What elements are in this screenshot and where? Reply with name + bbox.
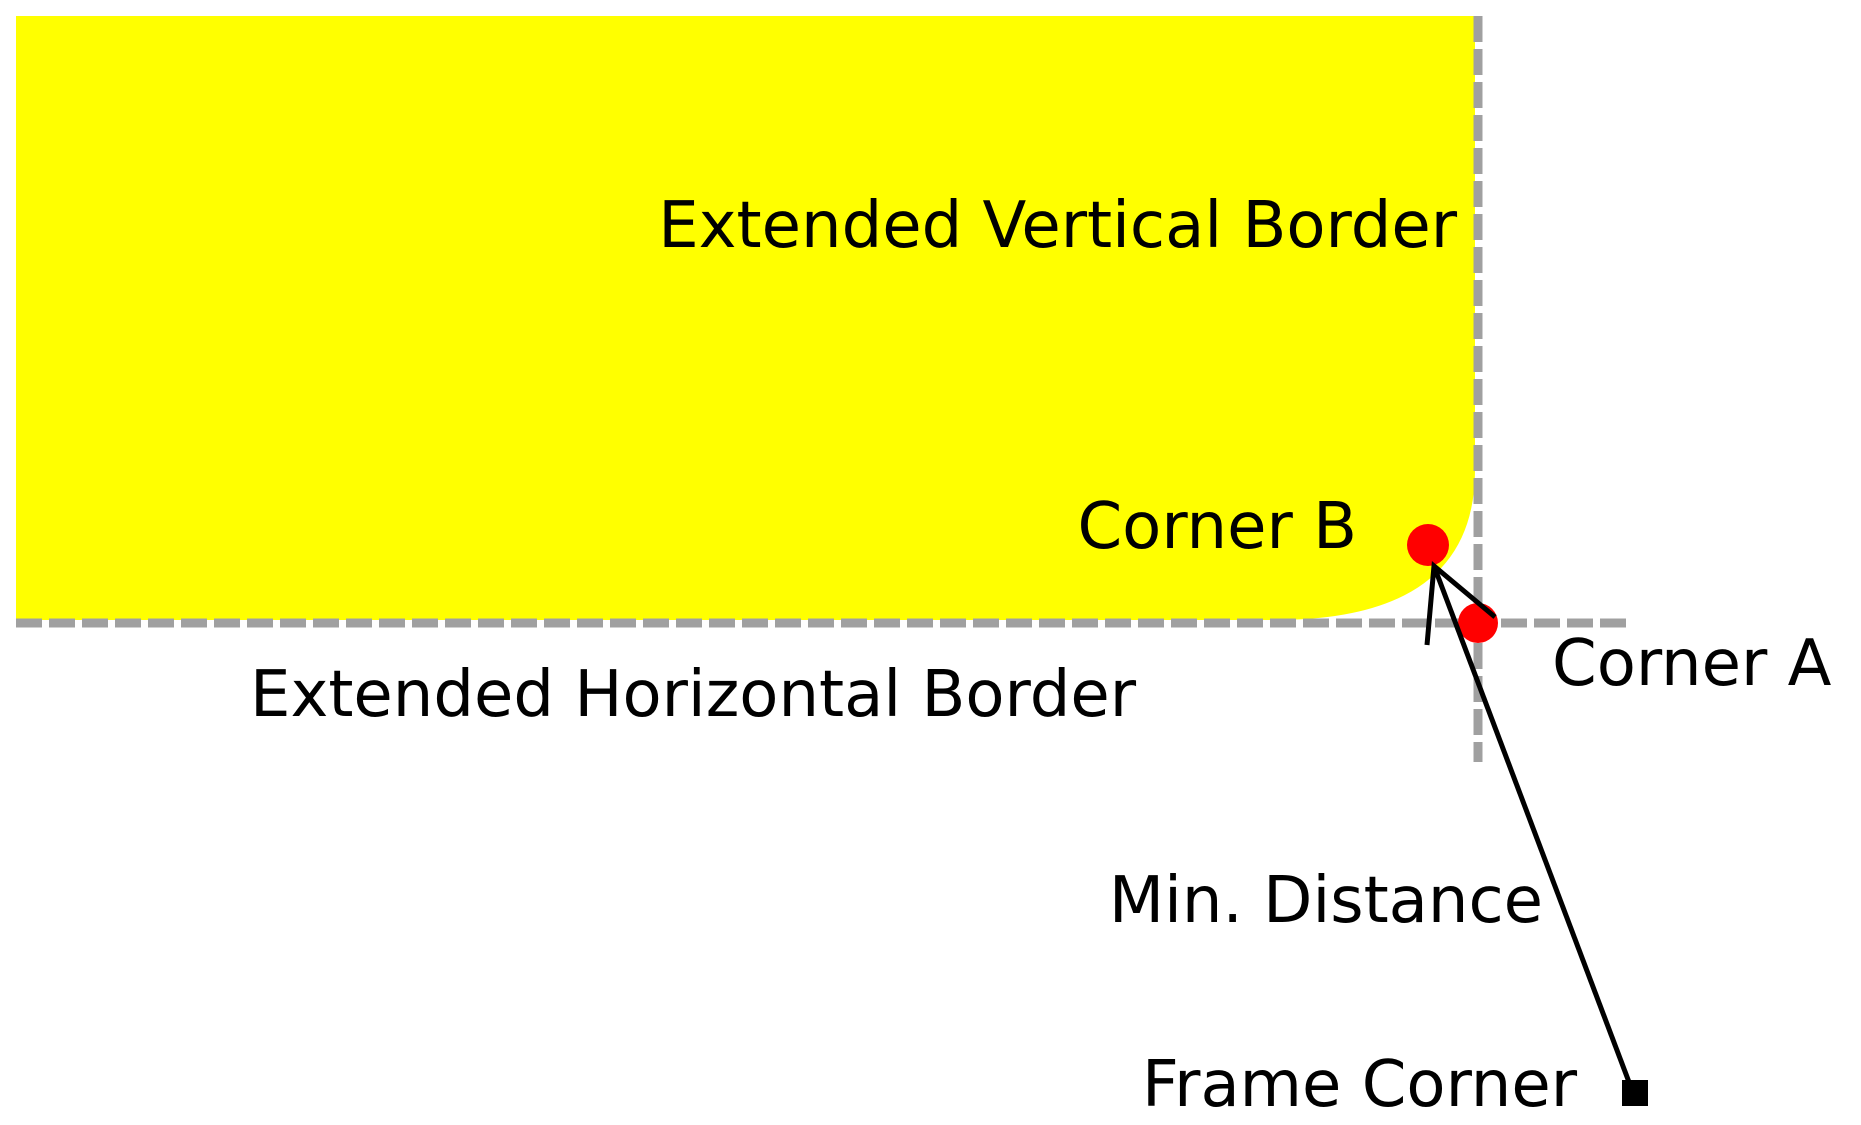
yellow-region <box>16 16 1475 620</box>
corner-a-point <box>1458 603 1498 643</box>
corner-b-point <box>1407 524 1449 566</box>
frame-corner-marker <box>1622 1080 1648 1106</box>
min-distance-label: Min. Distance <box>1109 864 1543 938</box>
extended-horizontal-border-label: Extended Horizontal Border <box>250 658 1137 732</box>
extended-vertical-border-label: Extended Vertical Border <box>658 189 1457 263</box>
corner-b-label: Corner B <box>1077 490 1357 564</box>
frame-corner-label: Frame Corner <box>1142 1048 1578 1122</box>
min-distance-arrow-line <box>1431 565 1635 1091</box>
corner-a-label: Corner A <box>1552 627 1832 701</box>
min-distance-arrowhead <box>1424 561 1497 646</box>
